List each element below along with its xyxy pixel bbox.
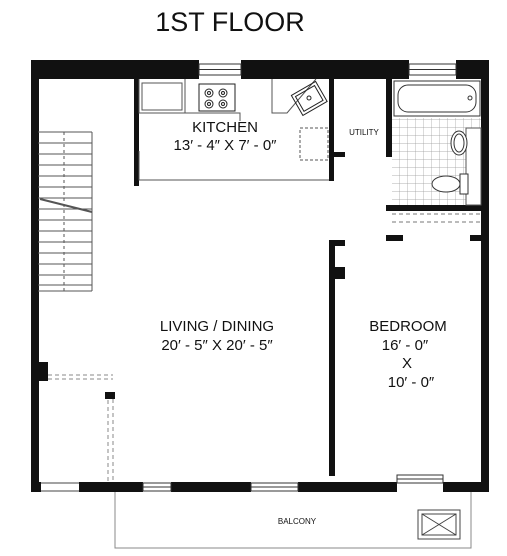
utility-label: UTILITY (349, 128, 379, 137)
kitchen-dimensions: 13′ - 4″ X 7′ - 0″ (174, 137, 278, 154)
kitchen-counter (138, 78, 329, 181)
kitchen-label: KITCHEN (192, 119, 258, 136)
balcony-label: BALCONY (278, 517, 317, 526)
entry-door (41, 482, 79, 492)
toilet-icon (431, 173, 469, 195)
bathroom-sink-icon (450, 130, 468, 156)
balcony (114, 492, 472, 549)
utility-shelf (392, 213, 481, 223)
windows (142, 63, 457, 492)
kitchen-sink-icon (290, 80, 328, 117)
door-openings (48, 374, 114, 482)
bedroom-dimensions-1: 16′ - 0″ (382, 337, 429, 354)
living-dining-label: LIVING / DINING (160, 318, 274, 335)
living-dining-dimensions: 20′ - 5″ X 20′ - 5″ (161, 337, 273, 354)
bedroom-dimensions-x: X (402, 355, 412, 372)
floor-title: 1ST FLOOR (155, 7, 305, 37)
bedroom-label: BEDROOM (369, 318, 447, 335)
exterior-walls (31, 60, 489, 492)
interior-walls (31, 79, 482, 476)
bathroom (392, 80, 482, 206)
bedroom-dimensions-2: 10′ - 0″ (388, 374, 435, 391)
bathtub-icon (393, 80, 481, 117)
stove-icon (198, 83, 236, 112)
stairs (38, 131, 93, 292)
